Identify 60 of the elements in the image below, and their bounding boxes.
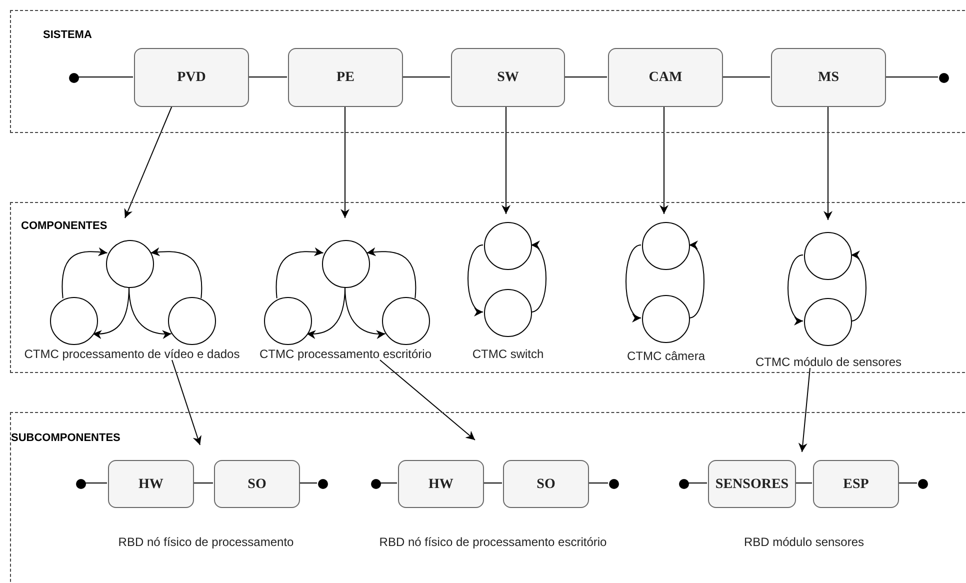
arrow — [660, 106, 668, 214]
connector-line — [588, 482, 608, 484]
section-panel — [10, 10, 966, 133]
arrow — [172, 360, 202, 446]
block-box: SO — [214, 460, 300, 508]
connector-line — [84, 482, 108, 484]
section-panel — [10, 412, 966, 583]
connector-line — [564, 76, 608, 78]
connector-line — [380, 482, 398, 484]
connector-line — [248, 76, 288, 78]
diagram-caption: RBD nó físico de processamento — [118, 535, 294, 549]
connector-line — [402, 76, 450, 78]
section-heading: SUBCOMPONENTES — [11, 432, 120, 445]
block-box: SENSORES — [708, 460, 796, 508]
curved-arrow — [344, 286, 386, 339]
arrow — [502, 106, 510, 214]
block-box: ESP — [813, 460, 899, 508]
diagram-caption: RBD módulo sensores — [744, 535, 864, 549]
arrow — [340, 106, 350, 218]
curved-arrow — [62, 247, 108, 299]
curved-arrow — [788, 254, 804, 323]
diagram-caption: CTMC módulo de sensores — [755, 355, 902, 369]
curved-arrow — [850, 253, 866, 322]
block-box: HW — [398, 460, 484, 508]
curved-arrow — [688, 243, 704, 318]
arrow — [124, 106, 172, 218]
block-box: HW — [108, 460, 194, 508]
connector-line — [78, 76, 134, 78]
diagram-caption: RBD nó físico de processamento escritório — [379, 535, 607, 549]
block-box: PVD — [134, 48, 249, 107]
diagram-caption: CTMC processamento de vídeo e dados — [24, 347, 240, 361]
section-heading: SISTEMA — [43, 29, 92, 42]
diagram-caption: CTMC switch — [472, 347, 544, 361]
block-box: PE — [288, 48, 403, 107]
block-box: MS — [771, 48, 886, 107]
section-heading: COMPONENTES — [21, 220, 108, 233]
connector-line — [298, 482, 318, 484]
arrow — [380, 360, 476, 440]
block-box: SO — [503, 460, 589, 508]
connector-line — [898, 482, 918, 484]
block-box: CAM — [608, 48, 723, 107]
section-panel — [10, 202, 966, 373]
curved-arrow — [150, 247, 202, 299]
curved-arrow — [530, 243, 546, 312]
curved-arrow — [366, 247, 416, 299]
curved-arrow — [128, 286, 172, 339]
curved-arrow — [468, 244, 484, 314]
connector-line — [794, 482, 812, 484]
arrow — [824, 106, 832, 220]
connector-line — [482, 482, 502, 484]
arrow — [798, 368, 810, 452]
block-box: SW — [451, 48, 565, 107]
connector-line — [884, 76, 938, 78]
curved-arrow — [276, 247, 324, 299]
connector-line — [722, 76, 770, 78]
diagram-caption: CTMC câmera — [626, 349, 705, 363]
curved-arrow — [626, 244, 642, 320]
connector-line — [688, 482, 708, 484]
diagram-caption: CTMC processamento escritório — [259, 347, 432, 361]
connector-line — [192, 482, 214, 484]
